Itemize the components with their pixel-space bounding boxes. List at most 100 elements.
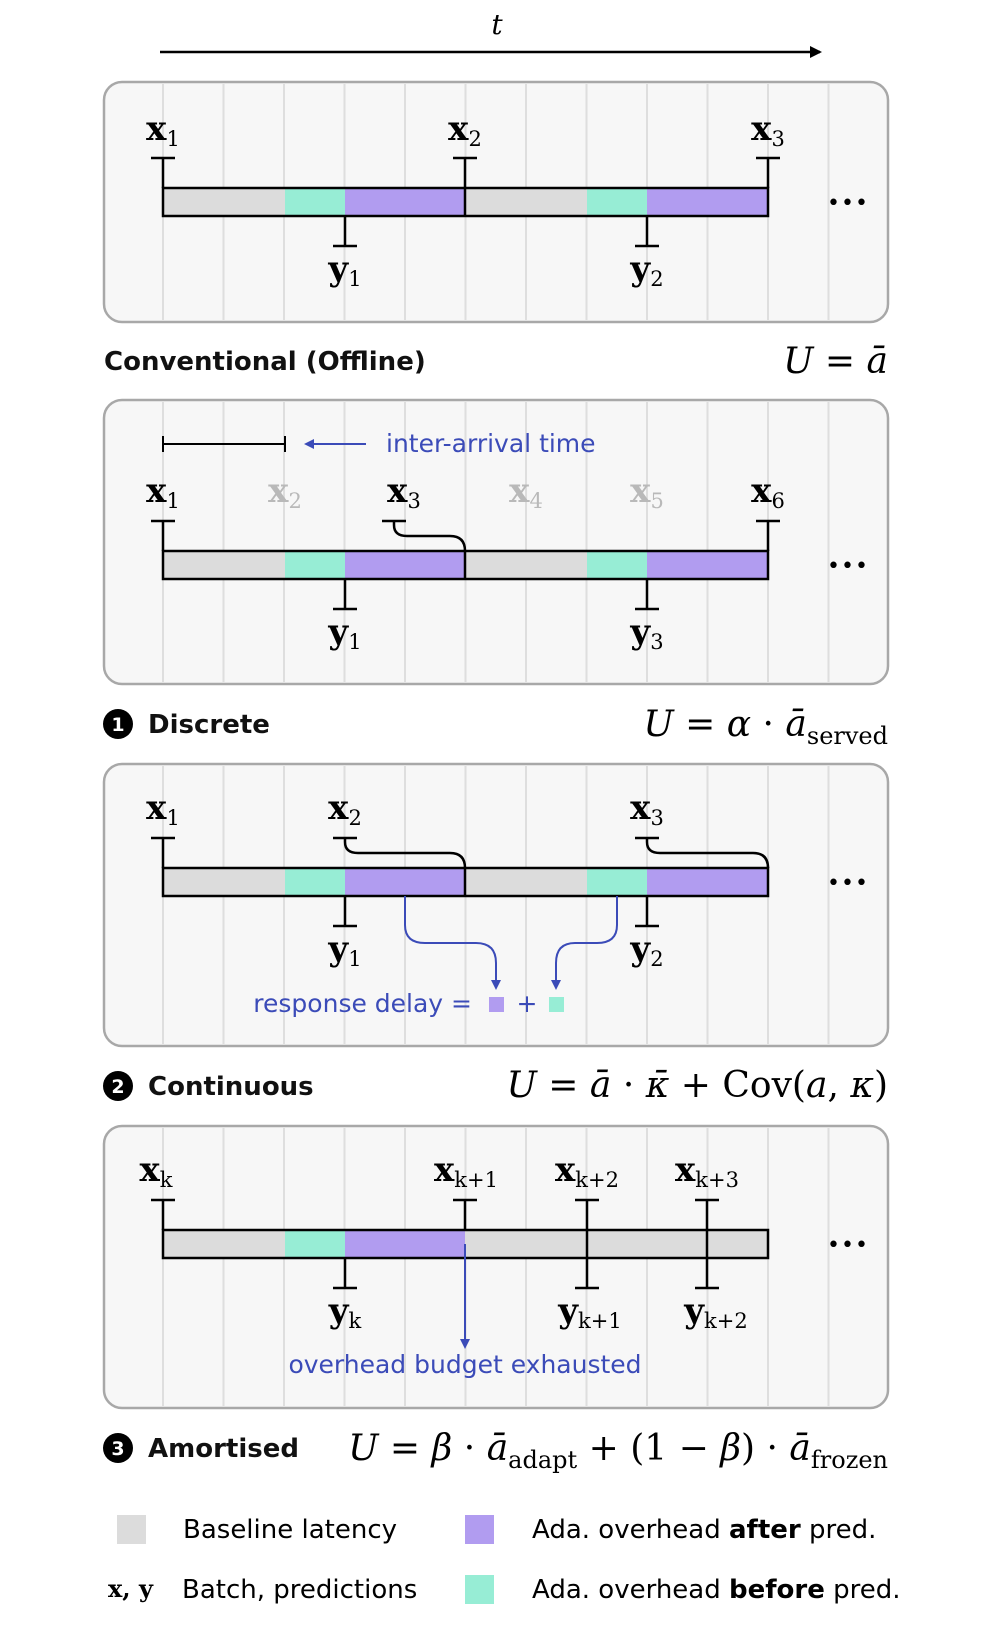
- output-label-y1: y1: [327, 612, 361, 654]
- formula-token: β: [718, 1428, 741, 1469]
- formula-token: κ: [849, 1065, 874, 1106]
- baseline-segment: [465, 868, 587, 896]
- panel-caption: Amortised: [148, 1434, 299, 1464]
- formula-token: ā: [867, 341, 888, 382]
- formula-token: ) ·: [741, 1428, 789, 1469]
- queued-input-connector: [645, 838, 770, 869]
- output-tick: [333, 579, 357, 611]
- formula-token: U: [348, 1428, 380, 1469]
- input-label-x1: x1: [146, 471, 180, 513]
- overhead-after-segment: [647, 868, 768, 896]
- input-tick: [575, 1198, 599, 1258]
- input-label-x3: x3: [630, 788, 664, 830]
- baseline-segment: [465, 1230, 768, 1258]
- baseline-segment: [163, 551, 285, 579]
- output-tick: [695, 1258, 719, 1290]
- number-badge-text: 3: [111, 1438, 124, 1460]
- formula-token: U: [643, 704, 675, 745]
- legend: Baseline latency Ada. overhead after pre…: [108, 1515, 901, 1605]
- overhead-after-segment: [345, 868, 465, 896]
- overhead-after-segment: [345, 188, 465, 216]
- input-tick: [453, 156, 477, 188]
- overhead-before-segment: [587, 551, 647, 579]
- output-tick: [635, 579, 659, 611]
- formula-token: ,: [827, 1065, 850, 1106]
- input-label-xk3: xk+3: [675, 1150, 739, 1192]
- baseline-segment: [163, 188, 285, 216]
- delay-arrow-before: [551, 896, 618, 990]
- utility-formula: U = α · āserved: [643, 704, 888, 750]
- utility-formula: U = β · āadapt + (1 − β) · āfrozen: [348, 1428, 888, 1474]
- overhead-after-segment: [647, 551, 768, 579]
- number-badge-text: 2: [111, 1076, 124, 1098]
- formula-token: α: [727, 704, 751, 745]
- overhead-before-segment: [587, 868, 647, 896]
- number-badge-3: [103, 1433, 133, 1463]
- formula-token: ā: [785, 704, 806, 745]
- inter-arrival-bracket: [162, 436, 286, 452]
- time-axis: t: [160, 8, 822, 58]
- input-label-xk2: xk+2: [555, 1150, 619, 1192]
- number-badge-text: 1: [111, 714, 124, 736]
- panel-grid: [162, 766, 830, 1044]
- overhead-before-segment: [285, 868, 345, 896]
- overhead-after-segment: [345, 1230, 465, 1258]
- utility-formula: U = ā: [783, 341, 888, 382]
- legend-symbol-xy: x, y: [108, 1574, 154, 1603]
- input-tick: [151, 156, 175, 188]
- time-axis-label: t: [491, 8, 503, 41]
- panel-caption: Continuous: [148, 1072, 314, 1102]
- input-tick: [695, 1198, 719, 1258]
- delay-plus: +: [517, 989, 538, 1018]
- overhead-after-segment: [647, 188, 768, 216]
- overhead-before-segment: [285, 1230, 345, 1258]
- output-label-y2: y2: [629, 249, 663, 291]
- panel-caption: Discrete: [148, 710, 270, 740]
- formula-token: adapt: [508, 1446, 577, 1474]
- formula-token: U: [783, 341, 815, 382]
- output-tick: [333, 216, 357, 248]
- formula-token: =: [537, 1065, 590, 1106]
- output-tick: [635, 216, 659, 248]
- panel-amortised: xk xk+1 xk+2 xk+3 yk yk+1 yk+2 ••• overh…: [102, 1124, 890, 1474]
- output-label-yk: yk: [328, 1291, 362, 1333]
- input-label-xk: xk: [139, 1150, 172, 1192]
- input-tick: [151, 519, 175, 551]
- formula-token: =: [674, 704, 727, 745]
- overhead-before-segment: [285, 188, 345, 216]
- output-tick: [333, 896, 357, 928]
- panel-box: [102, 762, 890, 1048]
- formula-token: β: [430, 1428, 453, 1469]
- formula-token: =: [378, 1428, 431, 1469]
- ellipsis: •••: [827, 871, 869, 896]
- input-label-x3: x3: [387, 471, 421, 513]
- input-label-x1: x1: [146, 788, 180, 830]
- dropped-input-label-x5: x5: [630, 471, 664, 513]
- input-label-x3: x3: [751, 109, 785, 151]
- output-label-y1: y1: [327, 249, 361, 291]
- queued-input-connector: [392, 521, 467, 552]
- output-tick: [635, 896, 659, 928]
- formula-token: ā: [590, 1065, 611, 1106]
- legend-swatch-after: [465, 1515, 494, 1544]
- panel-continuous: x1 x2 x3 y1 y2 ••• response delay = + 2 …: [102, 762, 890, 1106]
- input-label-x6: x6: [751, 471, 785, 513]
- delay-after-swatch: [489, 997, 504, 1012]
- formula-token: ·: [452, 1428, 486, 1469]
- ellipsis: •••: [827, 191, 869, 216]
- output-label-yk1: yk+1: [557, 1291, 621, 1333]
- legend-swatch-before: [465, 1575, 494, 1604]
- formula-token: a: [806, 1065, 827, 1106]
- baseline-segment: [163, 868, 285, 896]
- delay-arrow-after: [404, 896, 501, 990]
- formula-token: frozen: [811, 1446, 888, 1474]
- input-tick: [756, 519, 780, 551]
- overhead-after-segment: [345, 551, 465, 579]
- formula-token: ): [874, 1065, 888, 1106]
- panel-box: [102, 398, 890, 686]
- panel-grid: [162, 402, 830, 682]
- formula-token: + (1 −: [577, 1428, 720, 1469]
- baseline-segment: [163, 1230, 285, 1258]
- delay-before-swatch: [549, 997, 564, 1012]
